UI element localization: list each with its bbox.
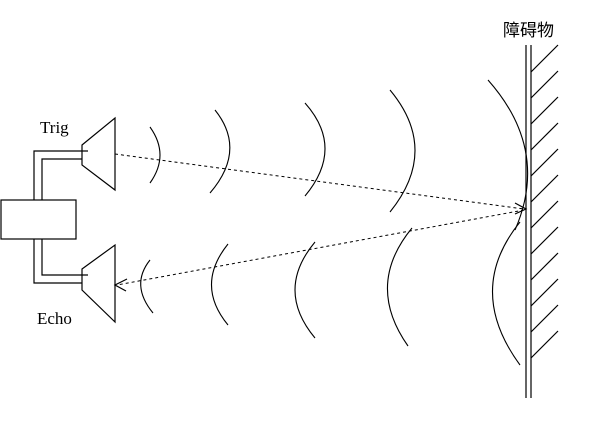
hatch-line xyxy=(530,304,559,333)
trig-wire xyxy=(33,150,88,200)
returning-wave-4 xyxy=(386,227,413,347)
obstacle-wall xyxy=(525,45,532,398)
obstacle-hatching xyxy=(530,44,559,359)
hatch-line xyxy=(530,174,559,203)
returning-wave-3 xyxy=(294,241,316,339)
outgoing-wave-1 xyxy=(149,126,161,184)
obstacle-label: 障碍物 xyxy=(503,21,554,40)
hatch-line xyxy=(530,278,559,307)
returning-wave-2 xyxy=(210,243,229,326)
transmitter-speaker-icon xyxy=(81,116,116,192)
hatch-line xyxy=(530,44,559,73)
hatch-line xyxy=(530,330,559,359)
outgoing-wave-5 xyxy=(487,79,529,231)
hatch-line xyxy=(530,122,559,151)
outgoing-wave-4 xyxy=(389,89,416,213)
outgoing-wave-group xyxy=(149,79,529,231)
echo-label: Echo xyxy=(37,309,72,328)
hatch-line xyxy=(530,70,559,99)
outgoing-path-line xyxy=(114,153,525,210)
hatch-line xyxy=(530,252,559,281)
outgoing-wave-2 xyxy=(209,109,231,194)
sensor-module-box xyxy=(0,199,77,240)
hatch-line xyxy=(530,226,559,255)
hatch-line xyxy=(530,148,559,177)
trig-label: Trig xyxy=(40,118,69,137)
returning-path-line xyxy=(116,209,525,286)
returning-arrowhead-icon xyxy=(113,278,128,292)
returning-wave-5 xyxy=(492,221,521,366)
receiver-speaker-icon xyxy=(81,243,116,324)
outgoing-wave-3 xyxy=(304,102,326,197)
returning-wave-group xyxy=(140,221,521,366)
hatch-line xyxy=(530,96,559,125)
echo-wire xyxy=(33,239,88,284)
returning-wave-1 xyxy=(140,259,154,314)
hatch-line xyxy=(530,200,559,229)
